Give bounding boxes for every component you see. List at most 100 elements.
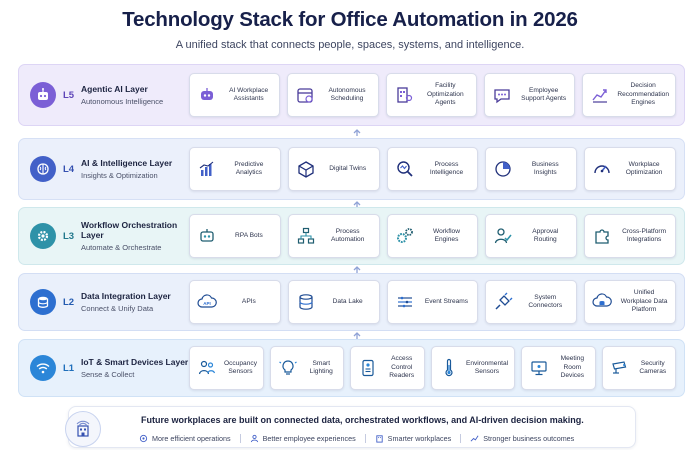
layer-header: L2 Data Integration Layer Connect & Unif…: [25, 274, 189, 330]
layer-l5: L5 Agentic AI Layer Autonomous Intellige…: [18, 64, 685, 126]
layer-level: L5: [63, 89, 75, 101]
layer-header: L5 Agentic AI Layer Autonomous Intellige…: [25, 65, 189, 125]
card-system-connectors[interactable]: System Connectors: [485, 280, 578, 324]
card-label: System Connectors: [528, 293, 563, 310]
brain-icon: [30, 156, 56, 182]
card-unified-workplace-data-platform[interactable]: Unified Workplace Data Platform: [584, 280, 676, 324]
benefit-label: Smarter workplaces: [387, 434, 452, 443]
layer-name: Data Integration Layer: [81, 291, 171, 301]
puzzle-icon: [591, 225, 613, 247]
card-label: Workflow Engines: [432, 227, 460, 244]
gear-icon: [30, 223, 56, 249]
card-process-intelligence[interactable]: Process Intelligence: [386, 147, 479, 191]
card-workflow-engines[interactable]: Workflow Engines: [386, 214, 479, 258]
smart-building-icon: [65, 411, 101, 447]
card-predictive-analytics[interactable]: Predictive Analytics: [189, 147, 281, 191]
card-environmental-sensors[interactable]: Environmental Sensors: [430, 346, 516, 390]
layer-name: Workflow Orchestration Layer: [81, 219, 178, 241]
card-label: Process Intelligence: [429, 160, 464, 177]
card-security-cameras[interactable]: Security Cameras: [601, 346, 677, 390]
layer-name: AI & Intelligence Layer: [81, 158, 173, 168]
layer-desc: Autonomous Intelligence: [81, 96, 164, 106]
calendar-icon: [294, 84, 316, 106]
camera-icon: [609, 357, 631, 379]
card-business-insights[interactable]: Business Insights: [485, 147, 578, 191]
magnifier-icon: [394, 158, 416, 180]
card-smart-lighting[interactable]: Smart Lighting: [270, 346, 345, 390]
card-label: Security Cameras: [639, 359, 667, 376]
card-rpa-bots[interactable]: RPA Bots: [189, 214, 281, 258]
card-cross-platform-integrations[interactable]: Cross-Platform Integrations: [584, 214, 676, 258]
user-check-icon: [492, 225, 514, 247]
divider: [364, 434, 366, 443]
cloud-database-icon: [591, 291, 613, 313]
card-label: AI Workplace Assistants: [229, 86, 269, 103]
benefit-label: More efficient operations: [152, 434, 231, 443]
assistant-icon: [196, 84, 218, 106]
card-facility-optimization-agents[interactable]: Facility Optimization Agents: [385, 73, 477, 117]
layer-desc: Sense & Collect: [81, 369, 135, 379]
gears-icon: [394, 225, 416, 247]
layer-l1: L1 IoT & Smart Devices Layer Sense & Col…: [18, 339, 685, 397]
gauge-icon: [591, 158, 613, 180]
card-label: Event Streams: [424, 297, 469, 305]
layer-cards: Predictive Analytics Digital Twins Proce…: [189, 147, 676, 191]
benefit-item: Stronger business outcomes: [470, 434, 574, 443]
footer-banner: Future workplaces are built on connected…: [65, 406, 636, 448]
wifi-icon: [30, 355, 56, 381]
card-meeting-room-devices[interactable]: Meeting Room Devices: [521, 346, 596, 390]
up-arrow-icon: [352, 330, 362, 340]
card-label: Facility Optimization Agents: [426, 82, 464, 107]
card-label: Business Insights: [531, 160, 559, 177]
card-decision-recommendation-engines[interactable]: Decision Recommendation Engines: [582, 73, 676, 117]
card-access-control-readers[interactable]: Access Control Readers: [350, 346, 425, 390]
building-small-icon: [376, 435, 383, 443]
robot-icon: [30, 82, 56, 108]
divider: [239, 434, 241, 443]
card-apis[interactable]: API APIs: [189, 280, 281, 324]
layer-header: L4 AI & Intelligence Layer Insights & Op…: [25, 139, 189, 199]
people-icon: [196, 357, 218, 379]
benefit-item: More efficient operations: [139, 434, 231, 443]
card-digital-twins[interactable]: Digital Twins: [287, 147, 380, 191]
layer-cards: AI Workplace Assistants Autonomous Sched…: [189, 73, 676, 117]
layer-l3: L3 Workflow Orchestration Layer Automate…: [18, 207, 685, 265]
trend-chart-icon: [589, 84, 611, 106]
bulb-icon: [277, 357, 299, 379]
layer-level: L1: [63, 362, 75, 374]
card-autonomous-scheduling[interactable]: Autonomous Scheduling: [287, 73, 379, 117]
monitor-icon: [528, 357, 550, 379]
card-data-lake[interactable]: Data Lake: [287, 280, 380, 324]
layer-header: L3 Workflow Orchestration Layer Automate…: [25, 208, 189, 264]
layer-desc: Connect & Unify Data: [81, 303, 154, 313]
card-occupancy-sensors[interactable]: Occupancy Sensors: [189, 346, 264, 390]
card-label: Digital Twins: [329, 164, 367, 172]
card-label: Unified Workplace Data Platform: [620, 289, 668, 314]
card-workplace-optimization[interactable]: Workplace Optimization: [584, 147, 676, 191]
layer-cards: RPA Bots Process Automation Workflow Eng…: [189, 214, 676, 258]
flow-icon: [295, 225, 317, 247]
card-employee-support-agents[interactable]: Employee Support Agents: [483, 73, 576, 117]
plug-icon: [492, 291, 514, 313]
card-ai-workplace-assistants[interactable]: AI Workplace Assistants: [189, 73, 281, 117]
layer-level: L4: [63, 163, 75, 175]
card-label: Autonomous Scheduling: [328, 86, 366, 103]
thermometer-icon: [438, 357, 460, 379]
divider: [460, 434, 462, 443]
card-label: RPA Bots: [235, 231, 263, 239]
layer-name: Agentic AI Layer: [81, 84, 148, 94]
user-icon: [250, 434, 258, 443]
benefit-list: More efficient operations Better employe…: [139, 434, 574, 443]
card-event-streams[interactable]: Event Streams: [386, 280, 479, 324]
up-arrow-icon: [352, 264, 362, 274]
card-label: Approval Routing: [532, 227, 559, 244]
chat-icon: [491, 84, 513, 106]
card-label: Data Lake: [332, 297, 363, 305]
card-approval-routing[interactable]: Approval Routing: [485, 214, 578, 258]
card-process-automation[interactable]: Process Automation: [287, 214, 380, 258]
bot-icon: [196, 225, 218, 247]
card-label: Predictive Analytics: [234, 160, 264, 177]
building-icon: [393, 84, 415, 106]
card-label: Environmental Sensors: [465, 359, 509, 376]
benefit-label: Better employee experiences: [262, 434, 356, 443]
